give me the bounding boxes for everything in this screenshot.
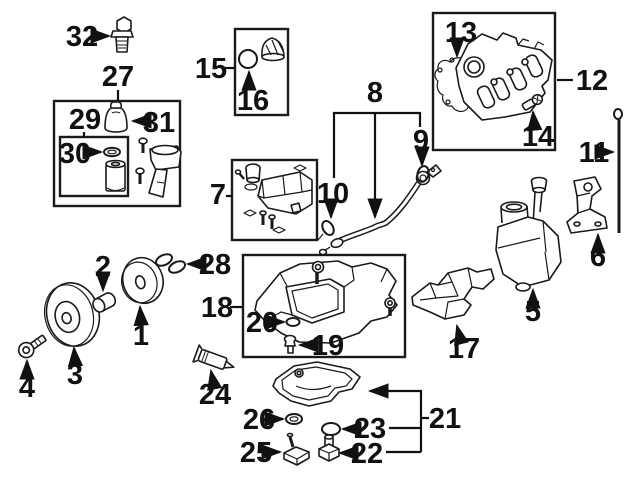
pulley-bushing (92, 292, 117, 313)
group-box-29 (58, 135, 130, 198)
callout-13-label: 13 (445, 17, 477, 49)
callout-6-label: 6 (590, 241, 606, 273)
oil-filter-element (105, 159, 126, 192)
pipe-o-ring-10 (317, 220, 335, 241)
callout-8-label: 8 (367, 77, 383, 109)
seal-o-rings-28 (155, 253, 186, 274)
callout-5-label: 5 (525, 296, 541, 328)
filler-cap-seal (238, 49, 258, 69)
callout-23: 23 (340, 413, 386, 445)
valve-cover-bolt (521, 93, 544, 111)
oil-pressure-sensor (110, 16, 134, 53)
callout-11: 11 (579, 137, 616, 169)
callout-13: 13 (445, 17, 477, 59)
reservoir-bracket (566, 176, 608, 234)
sealant-tube (192, 344, 235, 370)
callout-2: 2 (95, 251, 111, 293)
callout-21-label: 21 (429, 403, 461, 435)
callout-14-label: 14 (522, 121, 554, 153)
callout-31-label: 31 (143, 107, 175, 139)
callout-7-label: 7 (210, 179, 226, 211)
callout-8: 8 (332, 77, 422, 220)
group-box-7 (230, 158, 319, 242)
callout-24: 24 (199, 368, 231, 411)
group-box-15 (233, 27, 290, 117)
callout-26: 26 (243, 404, 286, 436)
callout-15: 15 (195, 53, 235, 85)
oil-dipstick (613, 108, 623, 233)
callout-27: 27 (102, 61, 134, 101)
callout-3-label: 3 (67, 359, 83, 391)
pulley-bolt (17, 334, 47, 359)
oil-filter-housing (135, 137, 182, 198)
callout-4-label: 4 (19, 372, 35, 404)
callout-9: 9 (413, 125, 430, 168)
callout-1: 1 (133, 304, 149, 352)
callout-29: 29 (69, 104, 101, 137)
o-ring-23 (321, 422, 341, 436)
filter-o-ring (103, 146, 121, 158)
callout-11-label: 11 (579, 137, 610, 169)
callout-21: 21 (367, 383, 461, 454)
callout-22-label: 22 (351, 438, 383, 470)
callout-6: 6 (590, 232, 606, 273)
callout-25-label: 25 (240, 437, 272, 469)
callout-29-label: 29 (69, 104, 101, 136)
callout-10: 10 (317, 178, 349, 220)
callout-26-label: 26 (243, 404, 275, 436)
callout-31: 31 (130, 107, 175, 139)
pan-o-ring-20 (285, 317, 301, 327)
check-valve-25 (283, 432, 310, 466)
oil-pipe (318, 164, 442, 256)
callout-18: 18 (201, 292, 243, 324)
drain-plug-22 (318, 434, 340, 462)
callout-20: 20 (246, 307, 287, 339)
callout-15-label: 15 (195, 53, 227, 85)
callout-17-label: 17 (448, 333, 480, 365)
callout-27-label: 27 (102, 61, 134, 93)
callout-14: 14 (522, 109, 554, 153)
lower-oil-pan (272, 361, 361, 407)
pan-bolt-19 (283, 334, 297, 354)
callout-10-label: 10 (317, 178, 349, 210)
callout-7: 7 (210, 179, 232, 211)
callout-30: 30 (59, 138, 104, 170)
callout-17: 17 (448, 323, 480, 365)
callout-9-label: 9 (413, 125, 429, 157)
callout-24-label: 24 (199, 379, 231, 411)
group-box-12 (431, 11, 557, 152)
callout-5: 5 (525, 287, 541, 328)
baffle-plate (411, 267, 495, 320)
callout-16-label: 16 (237, 85, 269, 117)
callout-20-label: 20 (246, 307, 278, 339)
crankshaft-pulley (43, 282, 101, 347)
callout-4: 4 (19, 358, 35, 404)
callout-12-label: 12 (576, 65, 608, 97)
callout-25: 25 (240, 437, 283, 469)
callout-30-label: 30 (59, 138, 91, 170)
oil-cooler-assembly (234, 163, 313, 234)
callout-12: 12 (557, 65, 608, 97)
callout-19: 19 (297, 330, 344, 362)
callout-18-label: 18 (201, 292, 233, 324)
callout-1-label: 1 (133, 320, 149, 352)
callout-32: 32 (66, 21, 112, 53)
callout-23-label: 23 (354, 413, 386, 445)
callout-3: 3 (67, 345, 84, 391)
callout-28: 28 (185, 249, 231, 281)
callout-22: 22 (337, 438, 383, 470)
crankshaft-seal (121, 256, 164, 305)
callout-32-label: 32 (66, 21, 98, 53)
callout-19-label: 19 (312, 330, 344, 362)
callout-2-label: 2 (95, 251, 111, 283)
oil-filler-cap (261, 37, 285, 62)
oil-reservoir (495, 176, 562, 292)
o-ring-26 (285, 413, 303, 425)
valve-cover (455, 32, 553, 121)
callout-28-label: 28 (199, 249, 231, 281)
callout-16: 16 (237, 69, 269, 117)
upper-oil-pan (254, 260, 398, 344)
oil-filter-cap-icon (104, 101, 128, 133)
